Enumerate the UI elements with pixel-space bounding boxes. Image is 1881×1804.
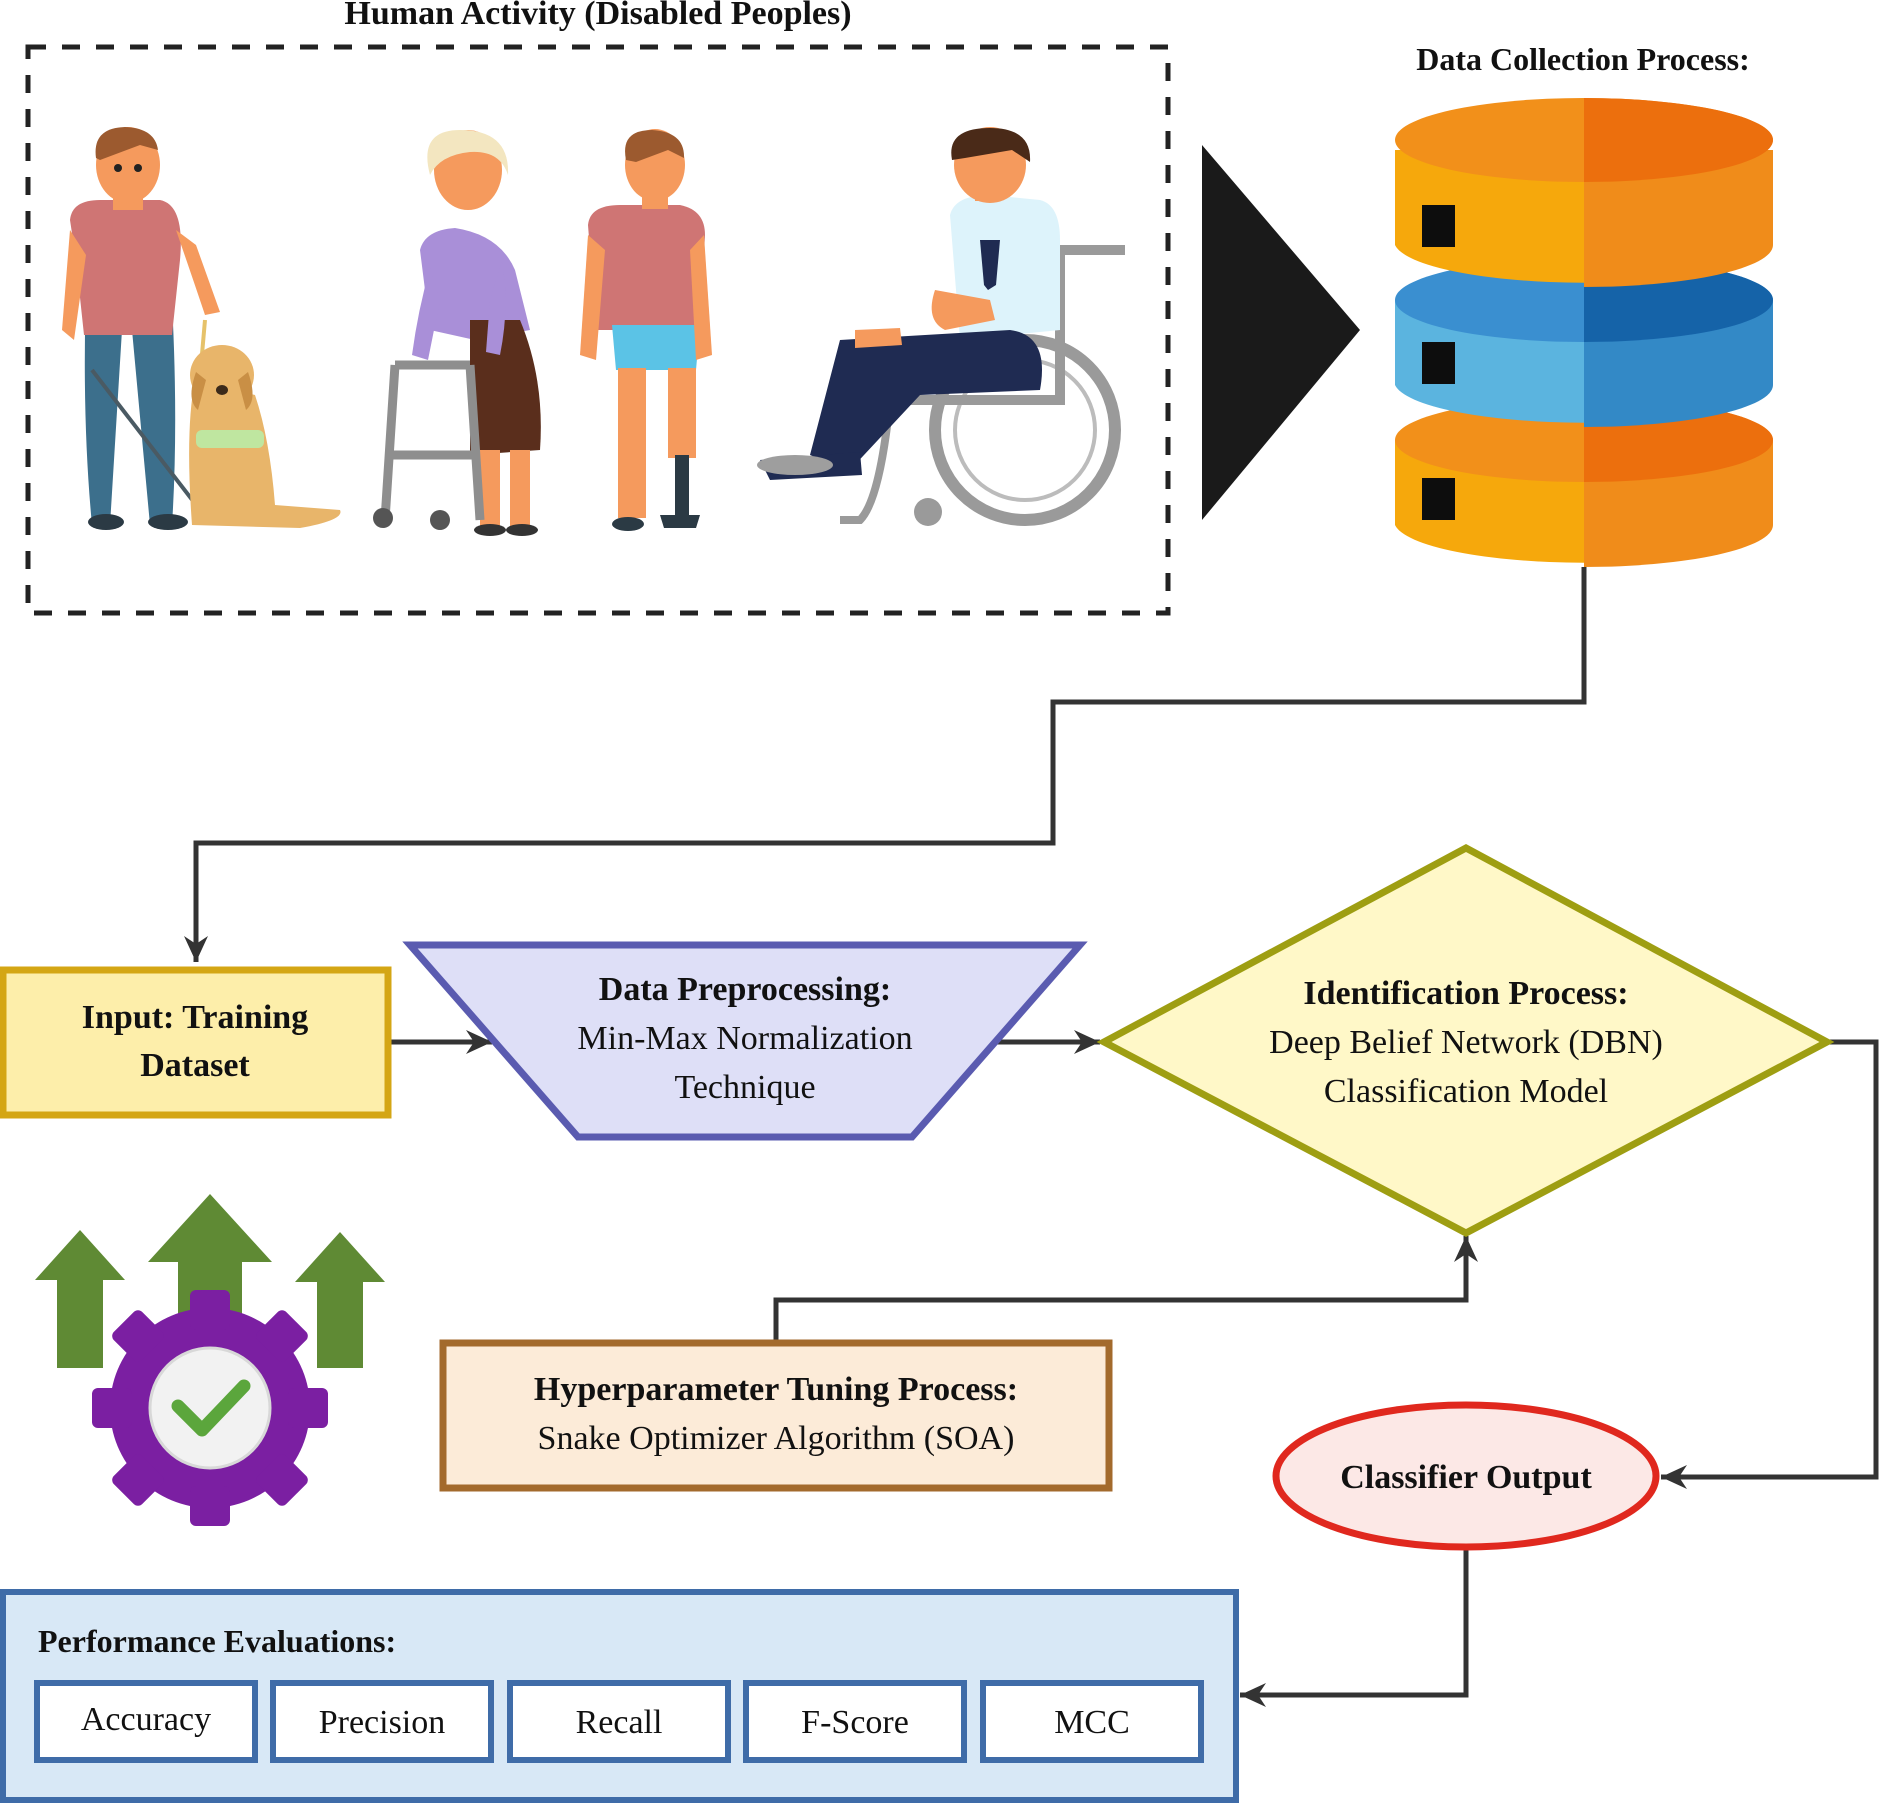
preprocessing-title: Data Preprocessing:: [599, 971, 891, 1008]
ident-to-output-connector: [1661, 1039, 1879, 1489]
data-collection-title: Data Collection Process:: [1416, 41, 1750, 77]
input-line1: Input: Training: [82, 999, 308, 1036]
elderly-walker-icon: [373, 130, 541, 536]
tuning-line1: Snake Optimizer Algorithm (SOA): [538, 1420, 1015, 1457]
metric-label: Recall: [576, 1704, 663, 1741]
metric-box-f-score: F-Score: [743, 1680, 967, 1763]
metric-label: F-Score: [801, 1704, 909, 1741]
growth-arrows-icon: [35, 1194, 385, 1368]
database-icon: [1395, 98, 1773, 567]
metric-box-recall: Recall: [507, 1680, 731, 1763]
activity-title: Human Activity (Disabled Peoples): [344, 0, 851, 32]
identification-diamond: [1096, 844, 1835, 1237]
tuning-to-ident-connector: [773, 1236, 1478, 1342]
metric-box-precision: Precision: [270, 1680, 494, 1763]
tuning-title: Hyperparameter Tuning Process:: [534, 1371, 1018, 1408]
metric-label: Accuracy: [81, 1701, 211, 1738]
flow-triangle-icon: [1202, 145, 1360, 520]
output-to-eval-connector: [1240, 1548, 1469, 1707]
tuning-box: [439, 1339, 1113, 1492]
classifier-output-ellipse: [1272, 1401, 1660, 1551]
db-to-input-connector: [184, 567, 1587, 962]
preprocessing-line2: Technique: [674, 1069, 815, 1106]
preprocessing-trapezoid: [402, 941, 1088, 1141]
prosthetic-leg-person-icon: [580, 129, 712, 531]
metric-label: Precision: [319, 1704, 446, 1741]
metric-box-mcc: MCC: [980, 1680, 1204, 1763]
person-guide-dog-icon: [62, 127, 341, 530]
metric-box-accuracy: Accuracy: [34, 1680, 258, 1763]
identification-title: Identification Process:: [1303, 975, 1628, 1012]
preprocessing-line1: Min-Max Normalization: [577, 1020, 912, 1057]
gear-check-icon: [92, 1290, 328, 1526]
input-box: [0, 966, 392, 1119]
identification-line2: Classification Model: [1324, 1073, 1608, 1110]
activity-frame: [25, 44, 1171, 616]
wheelchair-user-icon: [757, 127, 1125, 526]
input-line2: Dataset: [140, 1047, 250, 1084]
classifier-output-label: Classifier Output: [1340, 1459, 1592, 1496]
connectors: [184, 567, 1879, 1707]
identification-line1: Deep Belief Network (DBN): [1269, 1024, 1663, 1061]
evaluation-title: Performance Evaluations:: [38, 1623, 396, 1659]
metric-label: MCC: [1054, 1704, 1130, 1741]
